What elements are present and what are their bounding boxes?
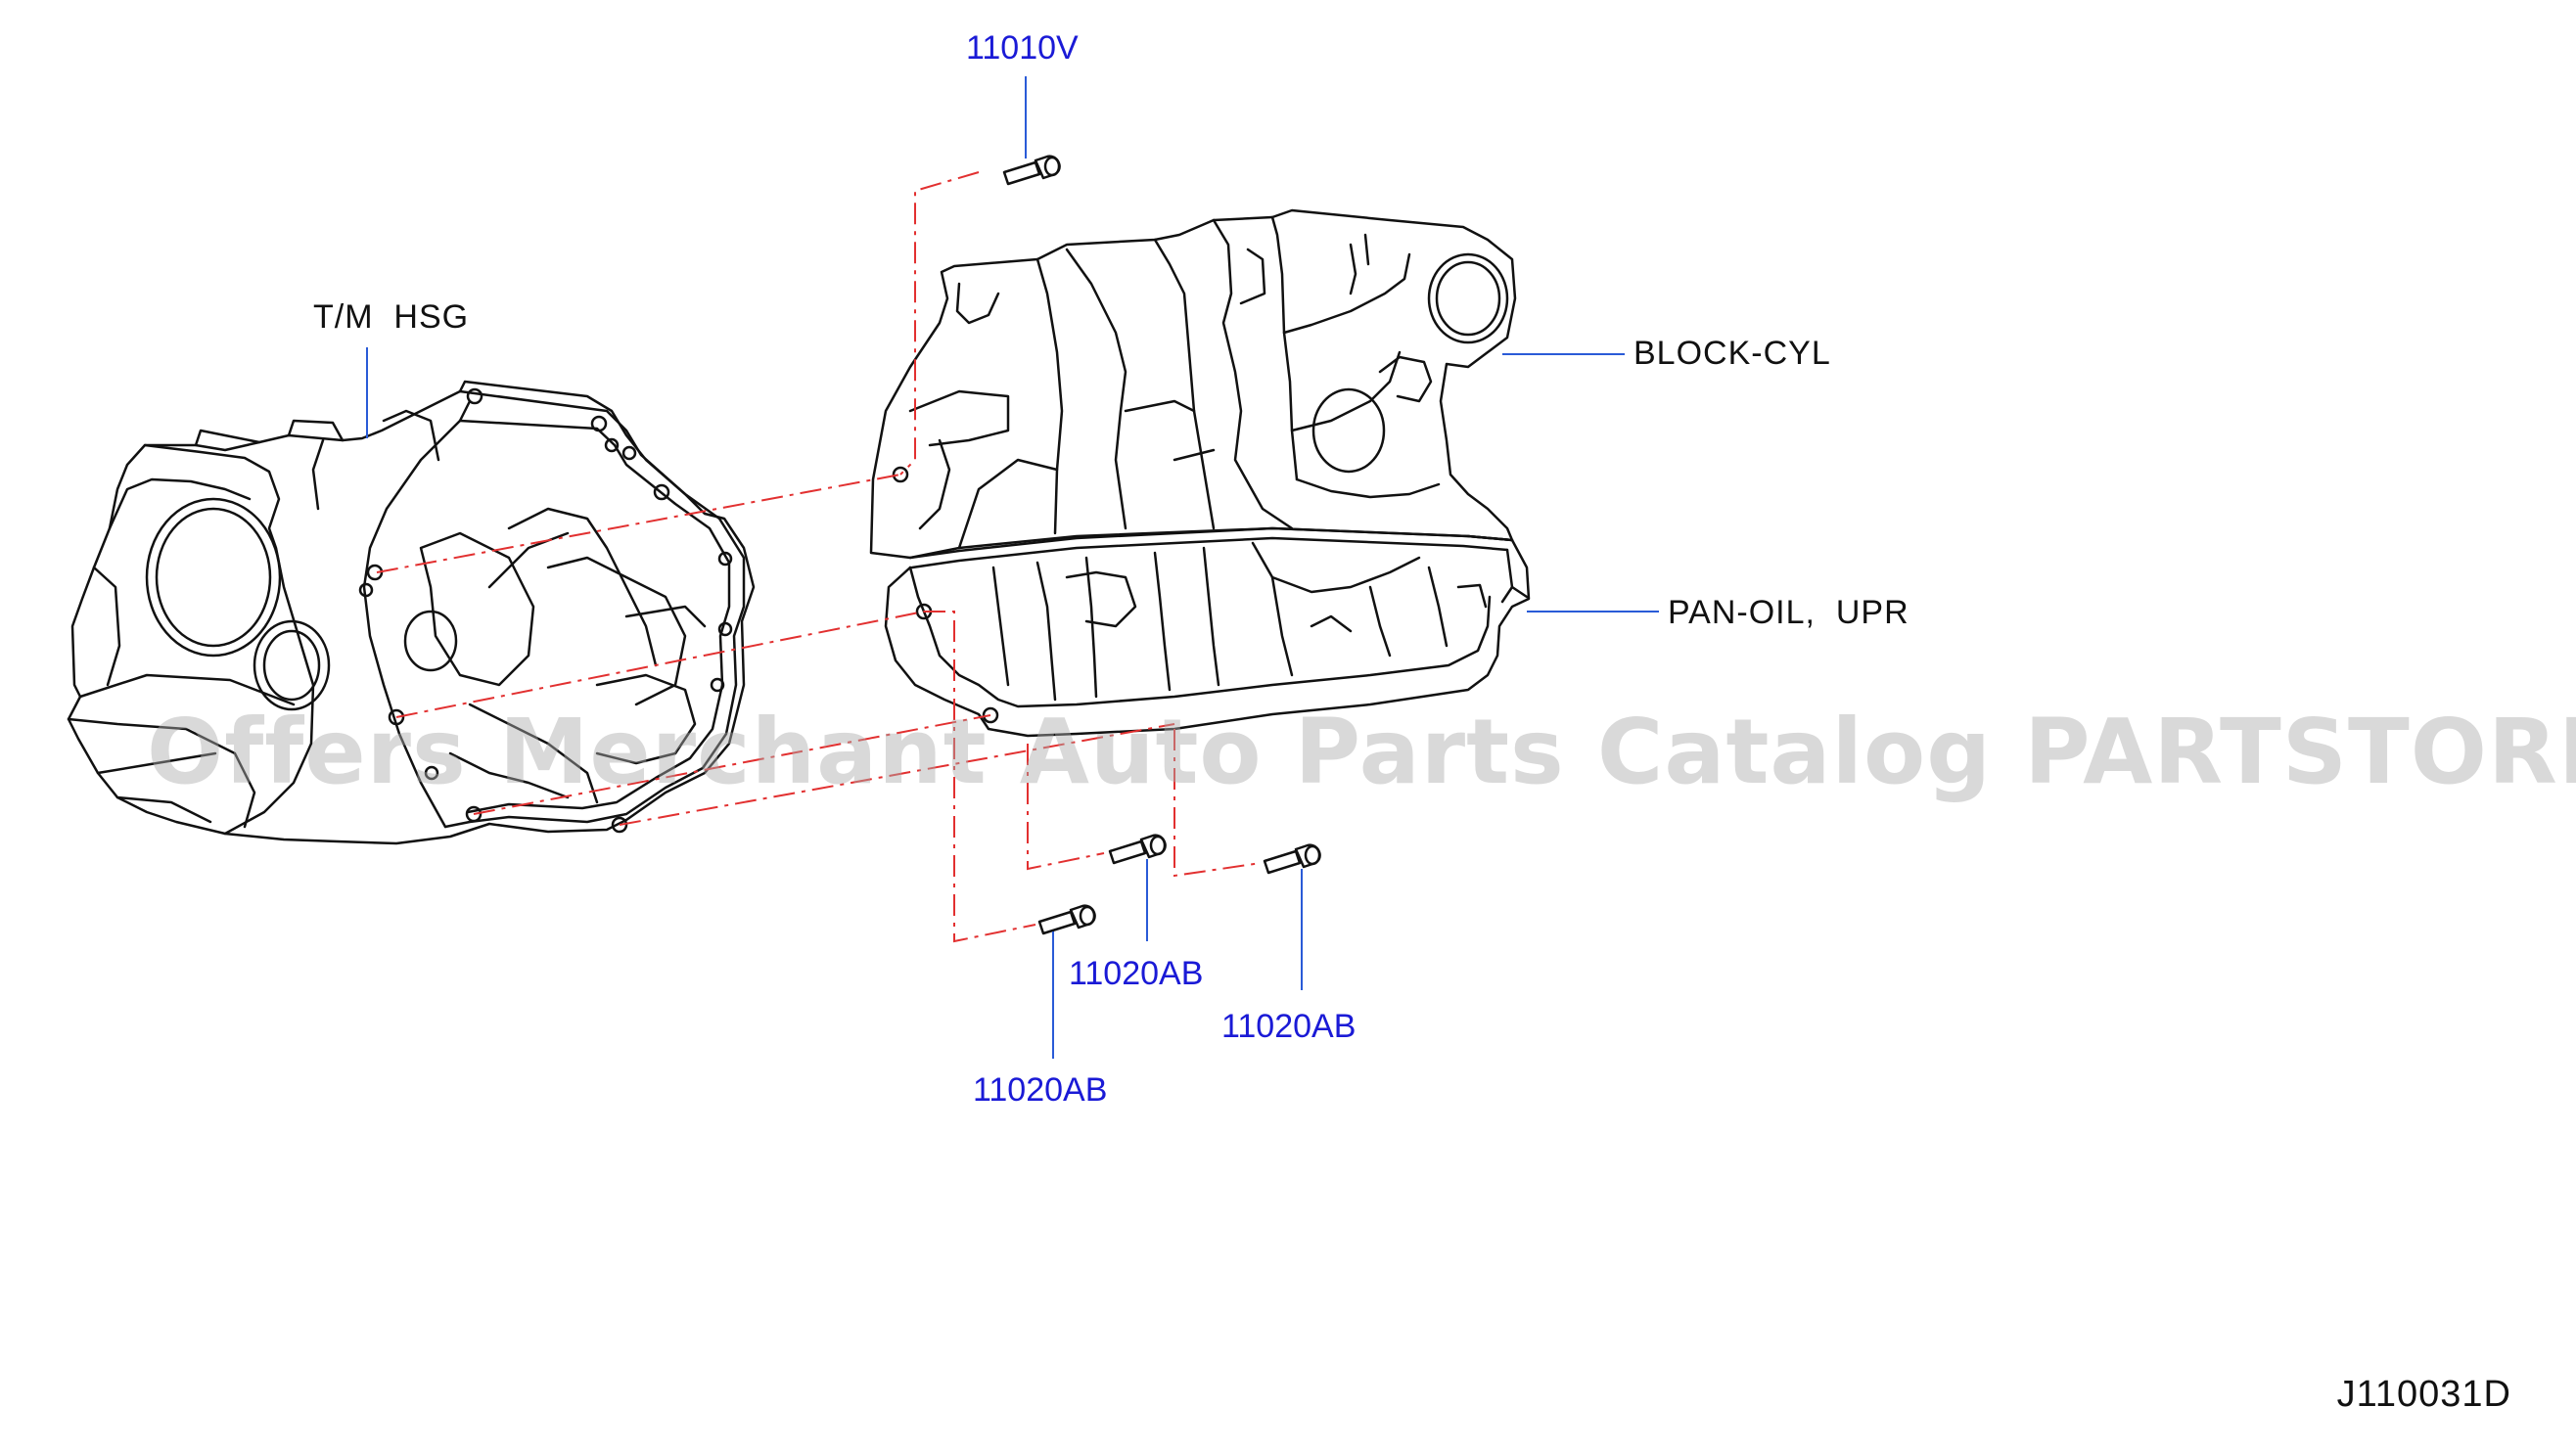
- transmission-housing-drawing: [67, 380, 756, 845]
- leader-lines: [366, 76, 1659, 1059]
- label-upper-oil-pan[interactable]: PAN-OIL, UPR: [1668, 594, 1909, 631]
- bolt-top: [1002, 155, 1061, 186]
- part-number-bolt-lower-left[interactable]: 11020AB: [973, 1071, 1108, 1109]
- label-transmission-housing[interactable]: T/M HSG: [313, 298, 470, 336]
- bolt-lower-middle: [1108, 834, 1167, 865]
- part-number-bolt-top[interactable]: 11010V: [966, 29, 1079, 67]
- part-number-bolt-lower-right[interactable]: 11020AB: [1221, 1008, 1357, 1045]
- part-number-bolt-lower-middle[interactable]: 11020AB: [1069, 955, 1204, 992]
- bolt-lower-right: [1263, 843, 1321, 875]
- cylinder-block-drawing: [869, 208, 1517, 569]
- upper-oil-pan-drawing: [884, 534, 1531, 738]
- alignment-lines: [376, 171, 1262, 943]
- diagram-id: J110031D: [2336, 1374, 2511, 1415]
- bolt-lower-left: [1037, 904, 1096, 935]
- label-cylinder-block[interactable]: BLOCK-CYL: [1633, 335, 1831, 372]
